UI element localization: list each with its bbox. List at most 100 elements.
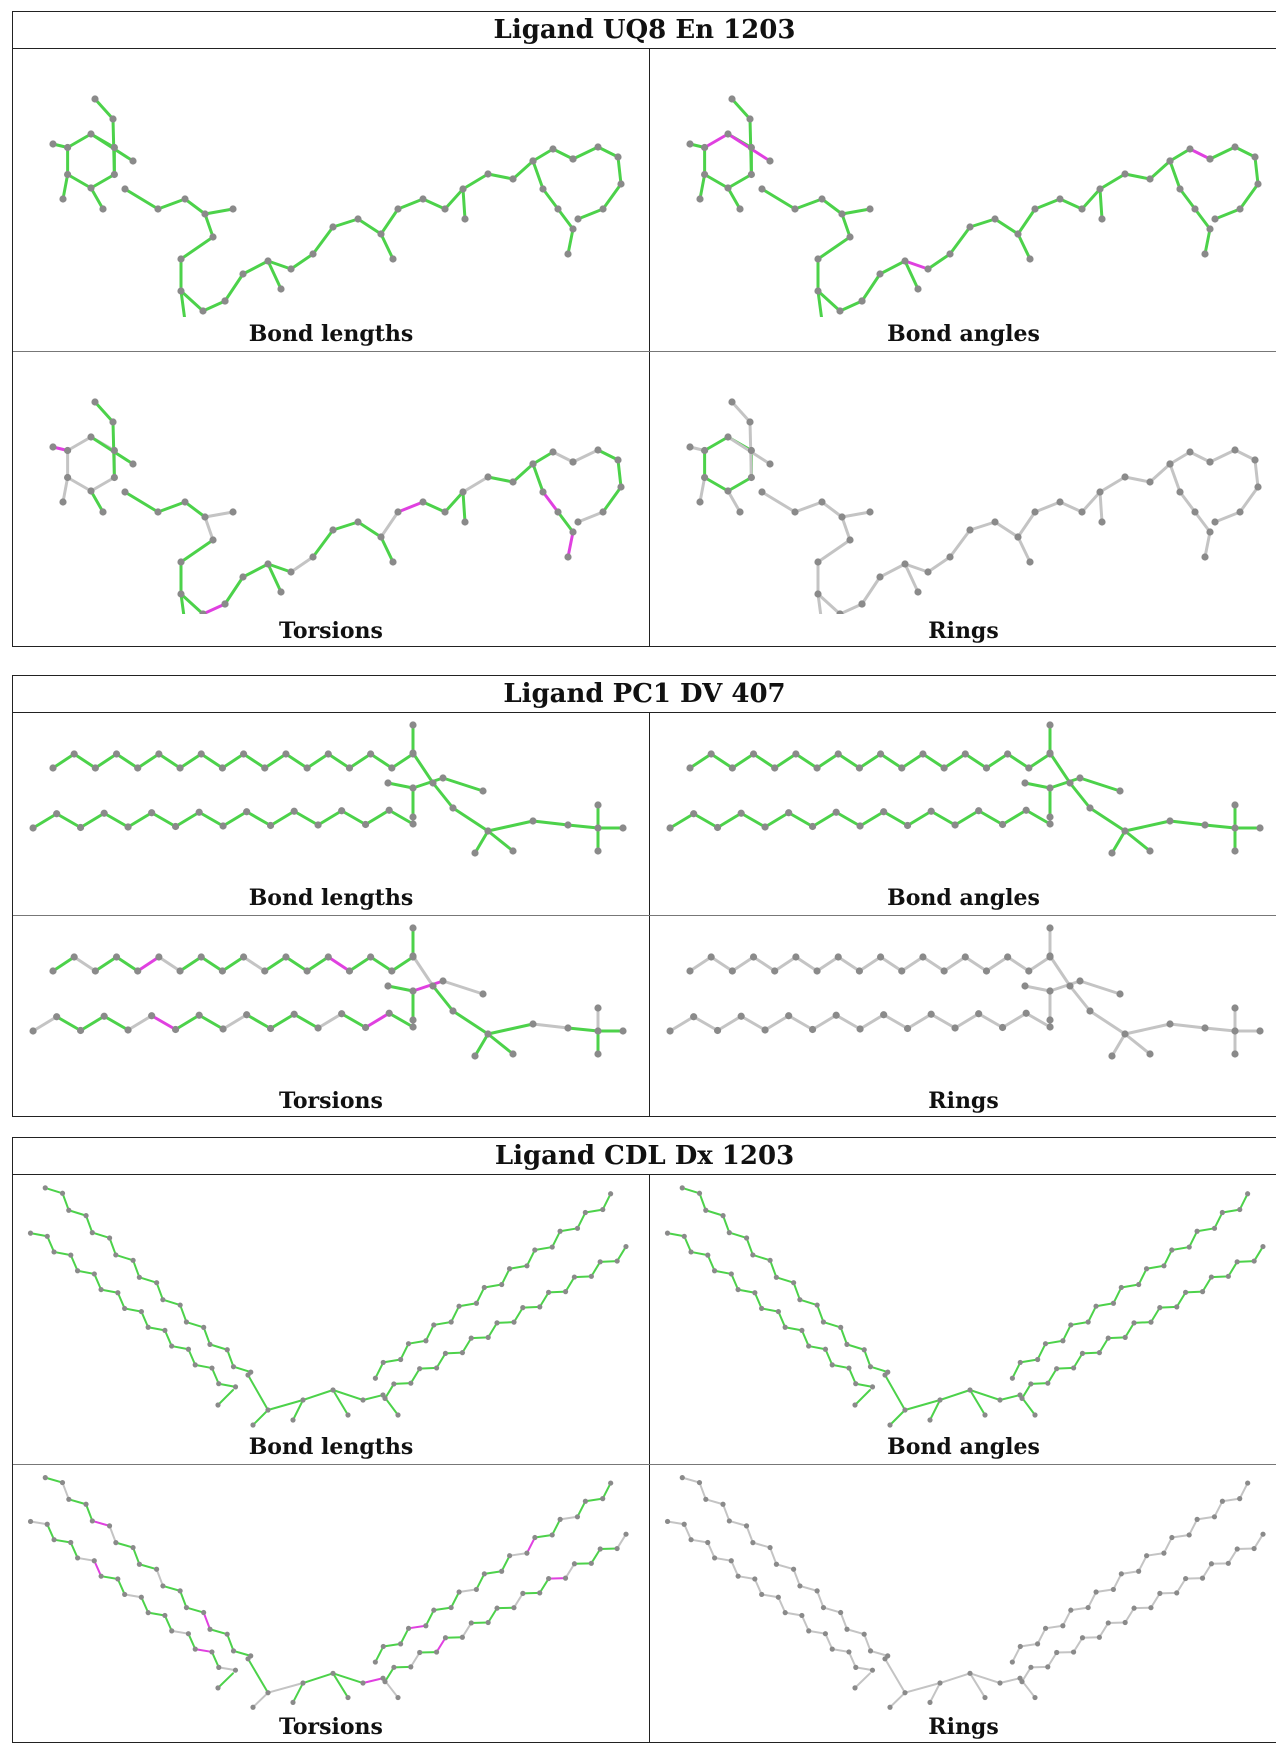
molecule-diagram (13, 713, 649, 883)
atom (87, 184, 94, 191)
bond (185, 199, 205, 214)
atom (68, 1540, 73, 1545)
bond (180, 1305, 186, 1322)
atom (198, 750, 205, 757)
atom (617, 483, 624, 490)
bond (822, 502, 842, 517)
atom (862, 1347, 867, 1352)
atom (431, 1608, 436, 1613)
bond (855, 1390, 870, 1405)
atom (846, 1365, 851, 1370)
bond (152, 813, 176, 827)
bond (762, 189, 795, 209)
bond (388, 783, 413, 788)
atom (962, 953, 969, 960)
atom (946, 553, 953, 560)
atom (207, 1627, 212, 1632)
atom (572, 1561, 577, 1566)
atom (409, 813, 416, 820)
atom (184, 1319, 189, 1324)
atom (121, 488, 128, 495)
atom (394, 508, 401, 515)
atom (419, 498, 426, 505)
atom (304, 764, 311, 771)
atom (1186, 145, 1193, 152)
bond (1170, 161, 1180, 189)
bond (1189, 1231, 1197, 1247)
bond (383, 1359, 400, 1362)
bond (817, 1591, 823, 1608)
bond (223, 812, 247, 826)
atom (1076, 774, 1083, 781)
atom (91, 398, 98, 405)
bond (813, 812, 837, 826)
atom (277, 285, 284, 292)
bond (728, 478, 751, 492)
atom (122, 1306, 127, 1311)
atom (129, 460, 136, 467)
bond (1080, 981, 1120, 994)
atom (1080, 1351, 1085, 1356)
bond (1050, 778, 1080, 788)
atom (599, 205, 606, 212)
bond (940, 1390, 970, 1400)
atom (388, 764, 395, 771)
atom (833, 1012, 840, 1019)
atom (137, 1275, 142, 1280)
bond (63, 1193, 69, 1210)
atom (1121, 170, 1128, 177)
cell-bond-lengths: Bond lengths (13, 49, 649, 351)
atom (838, 513, 845, 520)
bond (342, 1014, 366, 1028)
atom (524, 1551, 529, 1556)
atom (53, 1013, 60, 1020)
bond (940, 1673, 970, 1683)
atom (196, 1012, 203, 1019)
atom (799, 1613, 804, 1618)
atom (60, 1191, 65, 1196)
atom (866, 508, 873, 515)
bond (451, 1306, 459, 1322)
atom (866, 205, 873, 212)
atom (75, 1268, 80, 1273)
atom (408, 1664, 413, 1669)
atom (594, 446, 601, 453)
atom (746, 418, 753, 425)
atom (362, 821, 369, 828)
bond (1050, 956, 1070, 986)
atom (87, 130, 94, 137)
atom (398, 1641, 403, 1646)
atom (250, 1422, 255, 1427)
atom (1010, 1659, 1015, 1664)
atom (201, 1325, 206, 1330)
atom (853, 1665, 858, 1670)
atom (928, 808, 935, 815)
atom (1194, 1229, 1199, 1234)
atom (330, 1387, 335, 1392)
atom (77, 824, 84, 831)
atom (115, 1290, 120, 1295)
bond (1139, 1556, 1147, 1572)
atom (1023, 1010, 1030, 1017)
atom (1237, 1207, 1242, 1212)
atom (752, 1290, 757, 1295)
atom (853, 1381, 858, 1386)
bond (68, 134, 91, 148)
cell-torsions: Torsions (13, 1465, 649, 1744)
atom (1098, 518, 1105, 525)
atom (169, 1628, 174, 1633)
atom (1157, 1591, 1162, 1596)
bond (349, 754, 370, 768)
bond (690, 754, 711, 768)
atom (469, 1336, 474, 1341)
bond (568, 825, 598, 828)
bond (363, 1395, 383, 1400)
atom (966, 223, 973, 230)
atom (1169, 1535, 1174, 1540)
atom (229, 205, 236, 212)
atom (1031, 205, 1038, 212)
bond (1210, 147, 1235, 159)
atom (809, 1026, 816, 1033)
atom (201, 210, 208, 217)
atom (806, 1628, 811, 1633)
